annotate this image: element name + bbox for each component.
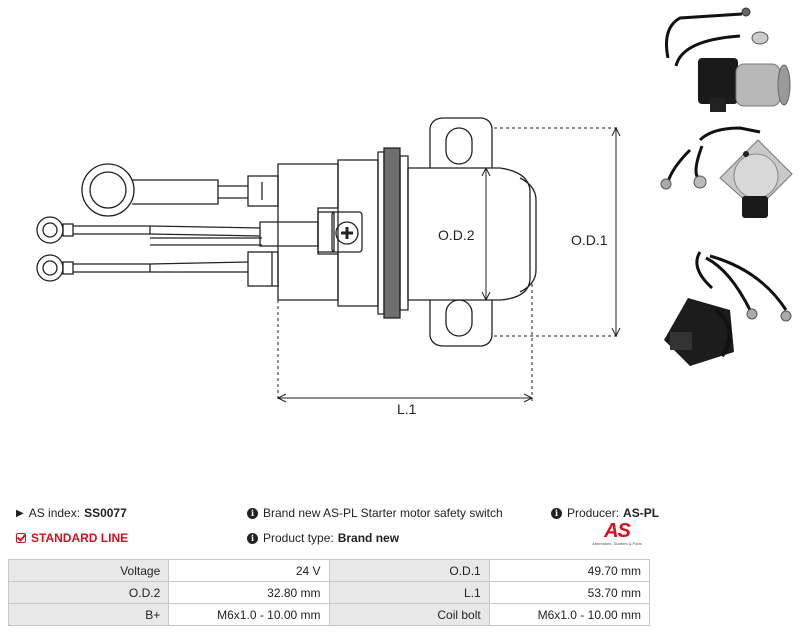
spec-label: O.D.1 bbox=[328, 559, 490, 582]
wires bbox=[149, 185, 262, 273]
sleeve-top bbox=[247, 175, 279, 207]
table-row: B+ M6x1.0 - 10.00 mm Coil bolt M6x1.0 - … bbox=[7, 603, 651, 626]
spec-value: 53.70 mm bbox=[488, 581, 651, 604]
spec-label: Coil bolt bbox=[328, 603, 490, 626]
product-type: i Product type: Brand new bbox=[247, 531, 399, 545]
checkbox-icon bbox=[16, 533, 26, 543]
logo-mark: AS bbox=[604, 520, 631, 542]
producer-value: AS-PL bbox=[623, 506, 660, 520]
as-index-value: SS0077 bbox=[84, 506, 127, 520]
as-pl-logo: AS Alternators, Starters & Parts bbox=[584, 521, 650, 546]
od2-label: O.D.2 bbox=[438, 227, 475, 243]
coil-screw bbox=[331, 211, 363, 253]
spec-label: B+ bbox=[7, 603, 170, 626]
specs-table: Voltage 24 V O.D.1 49.70 mm O.D.2 32.80 … bbox=[7, 559, 651, 626]
info-icon: i bbox=[247, 507, 258, 519]
description: i Brand new AS-PL Starter motor safety s… bbox=[247, 506, 503, 520]
info-icon: i bbox=[551, 507, 562, 519]
standard-line-label: STANDARD LINE bbox=[31, 531, 129, 545]
spec-value: 24 V bbox=[168, 559, 330, 582]
mounting-ear-bottom bbox=[429, 299, 493, 347]
product-photo-side bbox=[665, 7, 791, 112]
spec-value: M6x1.0 - 10.00 mm bbox=[488, 603, 651, 626]
spec-label: Voltage bbox=[7, 559, 170, 582]
product-type-value: Brand new bbox=[337, 531, 400, 545]
spec-value: M6x1.0 - 10.00 mm bbox=[168, 603, 330, 626]
technical-drawing: O.D.2 O.D.1 L.1 bbox=[36, 7, 793, 417]
producer: i Producer: AS-PL bbox=[551, 506, 659, 520]
standard-line: STANDARD LINE bbox=[16, 531, 128, 545]
description-text: Brand new AS-PL Starter motor safety swi… bbox=[263, 506, 503, 520]
logo-tagline: Alternators, Starters & Parts bbox=[592, 541, 642, 546]
product-type-label: Product type: bbox=[263, 531, 334, 545]
l1-label: L.1 bbox=[397, 401, 417, 417]
tag-icon: ▶ bbox=[16, 507, 24, 519]
spec-value: 49.70 mm bbox=[488, 559, 651, 582]
solenoid-housing bbox=[407, 167, 531, 301]
info-icon: i bbox=[247, 532, 258, 544]
producer-label: Producer: bbox=[567, 506, 620, 520]
sleeve-bottom bbox=[247, 251, 279, 287]
mounting-ear-top bbox=[429, 117, 493, 168]
spec-value: 32.80 mm bbox=[168, 581, 330, 604]
as-index-label: AS index: bbox=[28, 506, 81, 520]
table-row: Voltage 24 V O.D.1 49.70 mm bbox=[7, 559, 651, 582]
product-photo-rear bbox=[664, 251, 792, 366]
ring-terminal-large bbox=[81, 163, 219, 217]
ring-terminal-upper bbox=[36, 216, 151, 244]
spec-label: O.D.2 bbox=[7, 581, 170, 604]
od1-label: O.D.1 bbox=[571, 232, 608, 248]
flange-ring bbox=[377, 151, 385, 315]
product-photo-front bbox=[660, 126, 793, 218]
ring-terminal-lower bbox=[36, 254, 151, 282]
as-index: ▶ AS index: SS0077 bbox=[16, 506, 127, 520]
connector-body bbox=[277, 163, 339, 301]
table-row: O.D.2 32.80 mm L.1 53.70 mm bbox=[7, 581, 651, 604]
spec-label: L.1 bbox=[328, 581, 490, 604]
